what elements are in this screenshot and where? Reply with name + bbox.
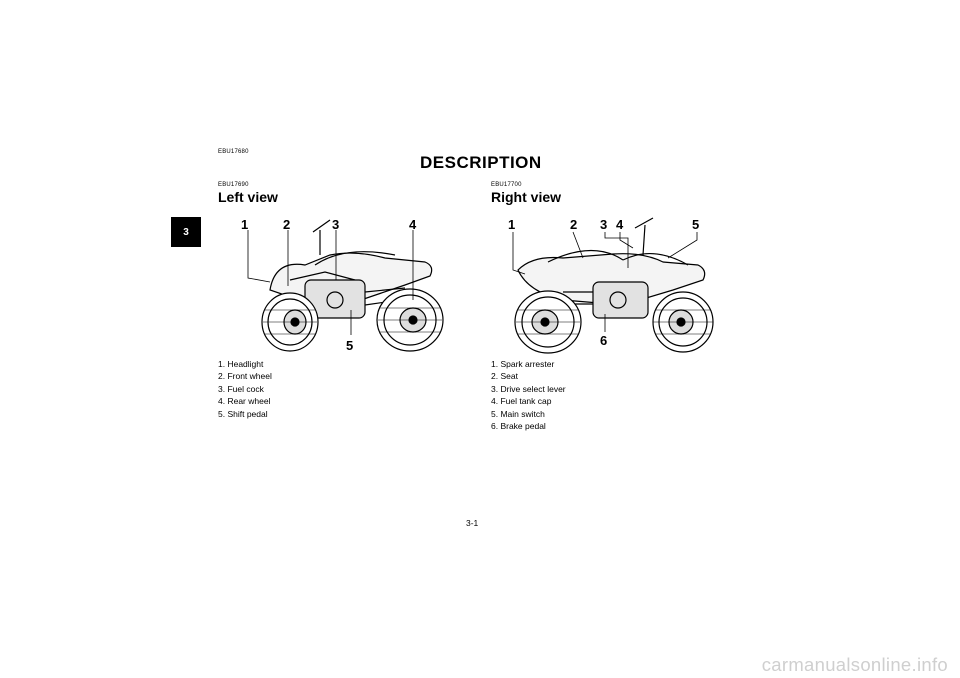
left-callout-5: 5: [346, 338, 353, 353]
list-item: 2. Front wheel: [218, 371, 272, 382]
right-callout-6: 6: [600, 333, 607, 348]
right-callout-3: 3: [600, 217, 607, 232]
left-view-parts-list: 1. Headlight 2. Front wheel 3. Fuel cock…: [218, 358, 272, 420]
list-item: 5. Main switch: [491, 408, 545, 419]
right-view-illustration: 1 2 3 4 5 6: [508, 217, 714, 354]
list-item: 3. Fuel cock: [218, 383, 264, 394]
page-number: 3-1: [466, 518, 479, 528]
page-title: DESCRIPTION: [420, 153, 542, 172]
right-callout-1: 1: [508, 217, 515, 232]
list-item: 5. Shift pedal: [218, 408, 268, 419]
list-item: 1. Headlight: [218, 359, 264, 369]
right-view-parts-list: 1. Spark arrester 2. Seat 3. Drive selec…: [491, 358, 566, 432]
list-item: 4. Fuel tank cap: [491, 396, 552, 407]
list-item: 6. Brake pedal: [491, 421, 546, 432]
left-callout-2: 2: [283, 217, 290, 232]
right-callout-4: 4: [616, 217, 624, 232]
right-callout-2: 2: [570, 217, 577, 232]
list-item: 2. Seat: [491, 371, 518, 382]
right-view-code: EBU17700: [491, 182, 522, 188]
list-item: 3. Drive select lever: [491, 383, 566, 394]
list-item: 1. Spark arrester: [491, 359, 555, 369]
left-callout-4: 4: [409, 217, 417, 232]
left-callout-3: 3: [332, 217, 339, 232]
left-callout-1: 1: [241, 217, 248, 232]
right-callout-5: 5: [692, 217, 699, 232]
chapter-tab: 3: [171, 217, 201, 247]
left-view-code: EBU17690: [218, 182, 249, 188]
section-code: EBU17680: [218, 149, 249, 155]
watermark: carmanualsonline.info: [761, 654, 948, 675]
left-view-heading: Left view: [218, 189, 278, 205]
list-item: 4. Rear wheel: [218, 396, 271, 407]
right-view-heading: Right view: [491, 189, 562, 205]
left-view-illustration: 1 2 3 4 5: [241, 217, 444, 353]
